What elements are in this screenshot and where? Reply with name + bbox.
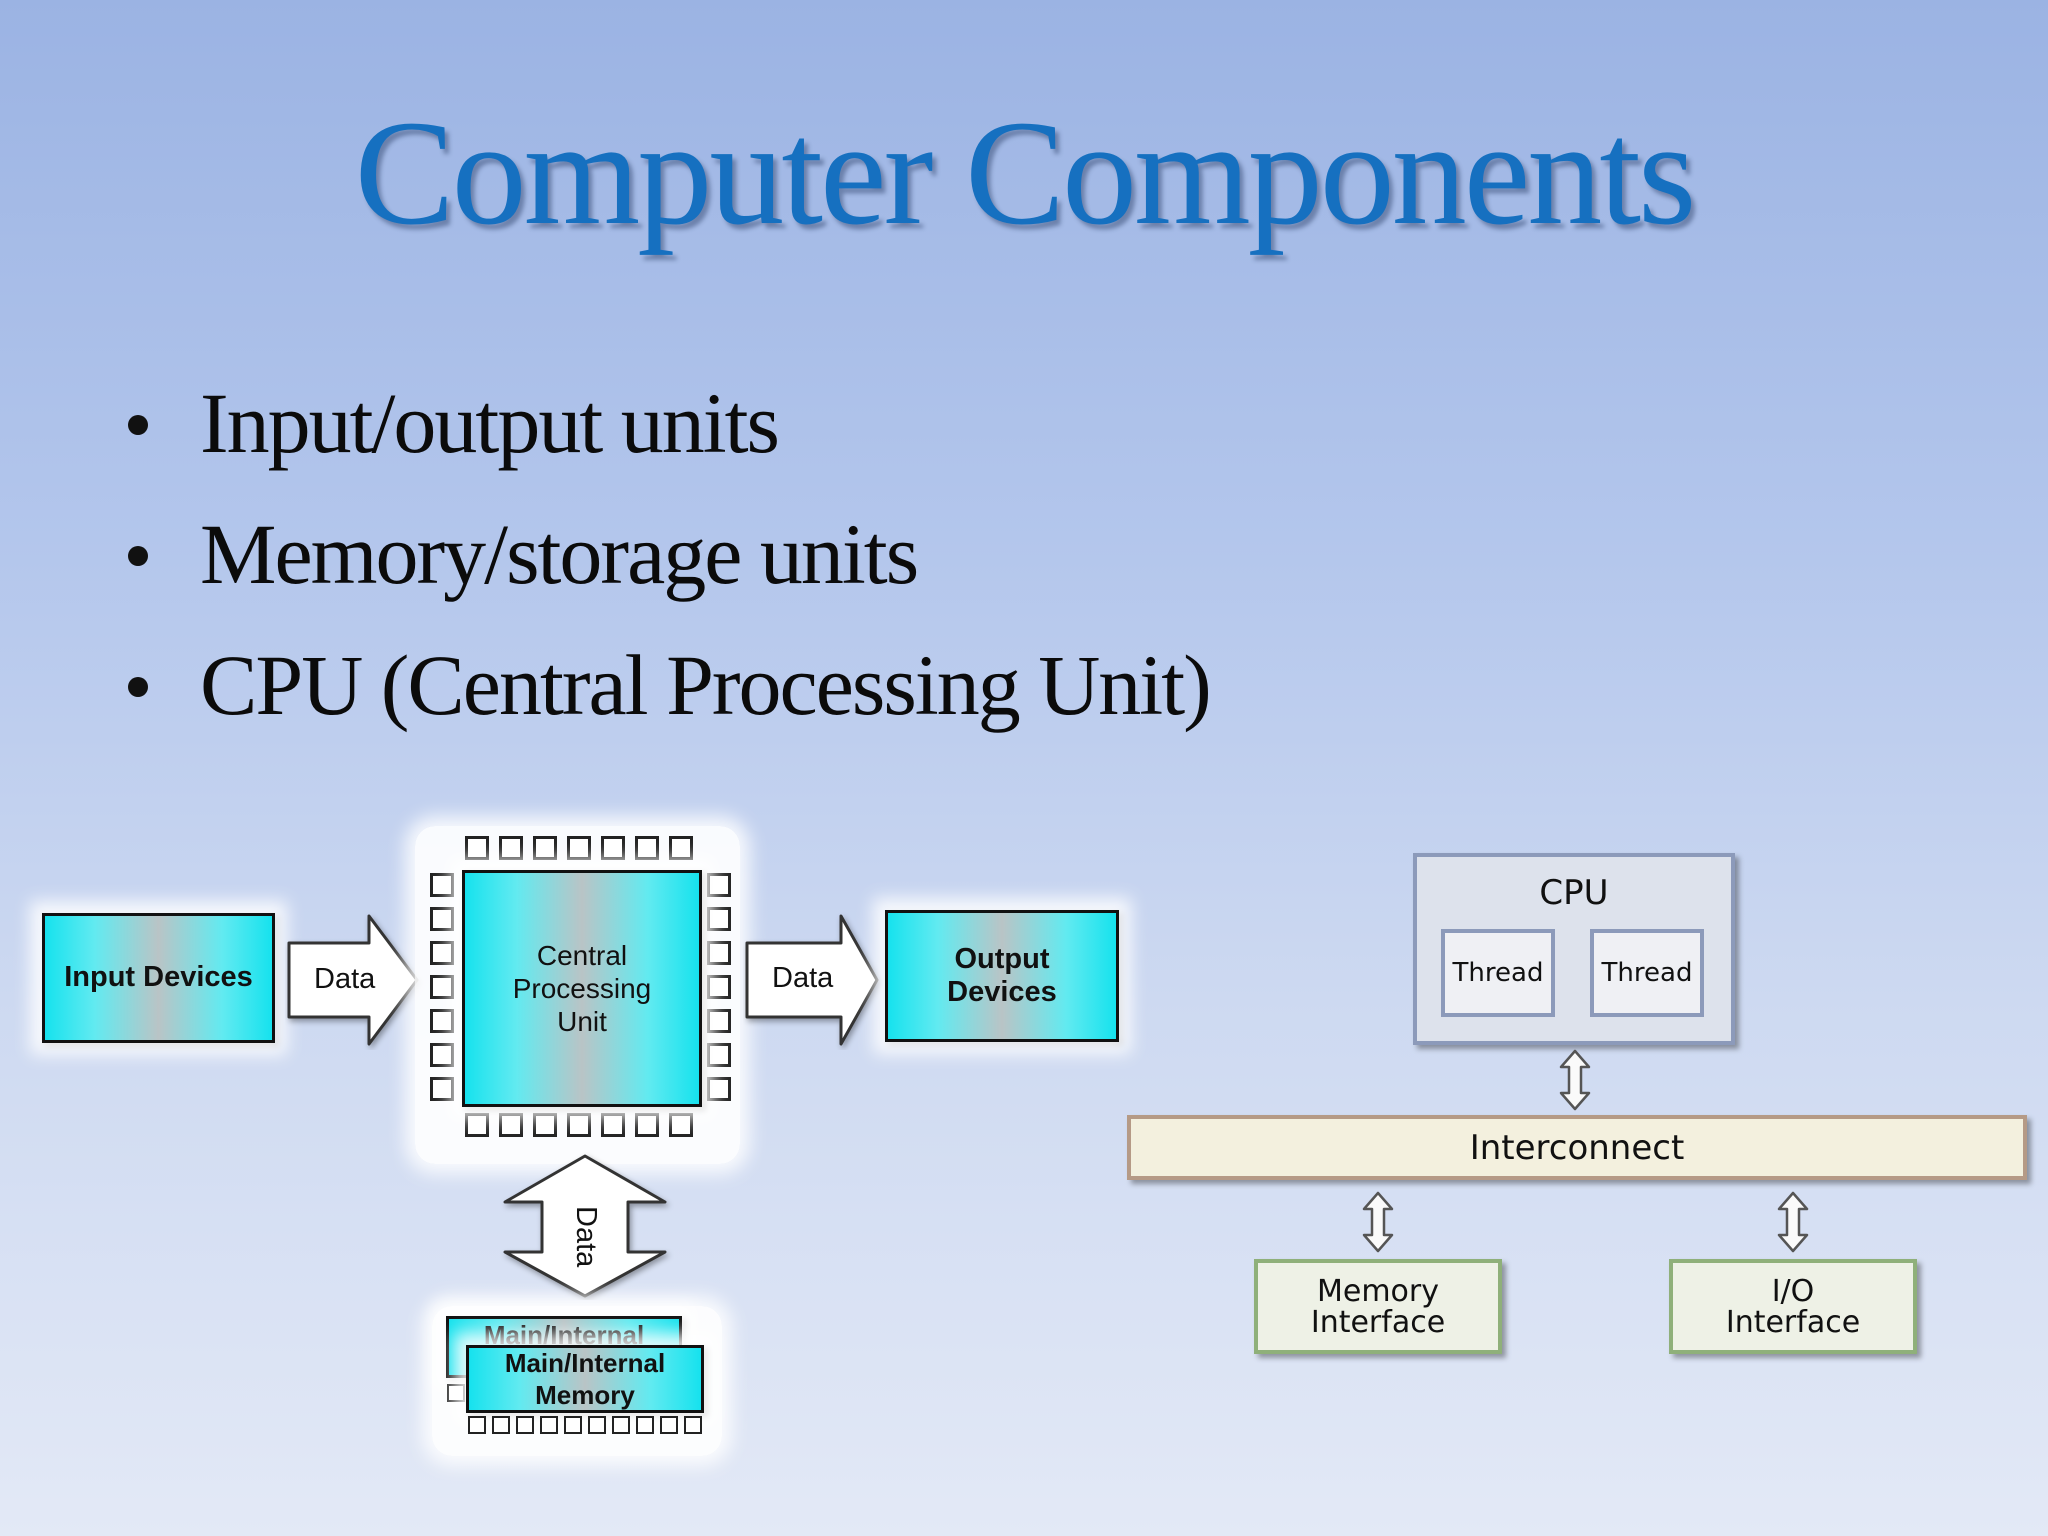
bullet-icon (128, 415, 148, 435)
chip-pin (430, 1009, 454, 1033)
thread-box-1: Thread (1441, 929, 1555, 1017)
chip-pin (567, 1113, 591, 1137)
chip-pin (635, 836, 659, 860)
chip-pin (601, 836, 625, 860)
chip-pin (707, 873, 731, 897)
data-arrow-right-in (287, 914, 419, 1046)
input-devices-box: Input Devices (42, 913, 275, 1043)
double-arrow-io-icon (1777, 1191, 1809, 1253)
chip-pin (465, 1113, 489, 1137)
memory-pin (447, 1384, 465, 1402)
thread-box-2: Thread (1590, 929, 1704, 1017)
memory-card-front: Main/Internal Memory (466, 1345, 704, 1413)
chip-pin (707, 1077, 731, 1101)
chip-pin (601, 1113, 625, 1137)
chip-pin (707, 941, 731, 965)
cpu-box: Central Processing Unit (462, 870, 702, 1107)
chip-pin (465, 836, 489, 860)
double-arrow-cpu-icon (1559, 1049, 1591, 1111)
data-label-out: Data (772, 962, 834, 994)
memory-pin (588, 1416, 606, 1434)
chip-pin (430, 1077, 454, 1101)
bullet-icon (128, 546, 148, 566)
chip-pin (430, 873, 454, 897)
slide-title: Computer Components (354, 90, 1697, 256)
chip-pin (635, 1113, 659, 1137)
chip-pin (567, 836, 591, 860)
chip-pin (533, 836, 557, 860)
chip-pin (707, 975, 731, 999)
memory-pin (468, 1416, 486, 1434)
memory-pin (516, 1416, 534, 1434)
memory-pin (636, 1416, 654, 1434)
chip-pin (430, 975, 454, 999)
memory-pin (492, 1416, 510, 1434)
chip-pin (707, 1009, 731, 1033)
chip-pin (430, 907, 454, 931)
output-devices-box: Output Devices (885, 910, 1119, 1042)
chip-pin (669, 836, 693, 860)
chip-pin (707, 907, 731, 931)
chip-pin (707, 1043, 731, 1067)
chip-pin (499, 836, 523, 860)
data-label-vertical: Data (570, 1206, 602, 1268)
memory-pin (564, 1416, 582, 1434)
double-arrow-memory-icon (1362, 1191, 1394, 1253)
chip-pin (430, 941, 454, 965)
data-arrow-right-out (745, 914, 879, 1046)
bullet-item: Memory/storage units (120, 489, 1210, 620)
memory-pin (540, 1416, 558, 1434)
memory-pin (660, 1416, 678, 1434)
chip-pin (499, 1113, 523, 1137)
chip-pin (533, 1113, 557, 1137)
memory-pin (612, 1416, 630, 1434)
data-arrow-vertical (503, 1154, 667, 1298)
memory-pin (684, 1416, 702, 1434)
bullet-item: Input/output units (120, 358, 1210, 489)
io-interface-box: I/O Interface (1669, 1259, 1917, 1354)
bullet-icon (128, 677, 148, 697)
chip-pin (430, 1043, 454, 1067)
interconnect-bar: Interconnect (1127, 1115, 2027, 1180)
bullet-item: CPU (Central Processing Unit) (120, 620, 1212, 751)
memory-interface-box: Memory Interface (1254, 1259, 1502, 1354)
bullet-list: Input/output units Memory/storage units … (120, 358, 1212, 751)
chip-pin (669, 1113, 693, 1137)
data-label-in: Data (314, 963, 376, 995)
